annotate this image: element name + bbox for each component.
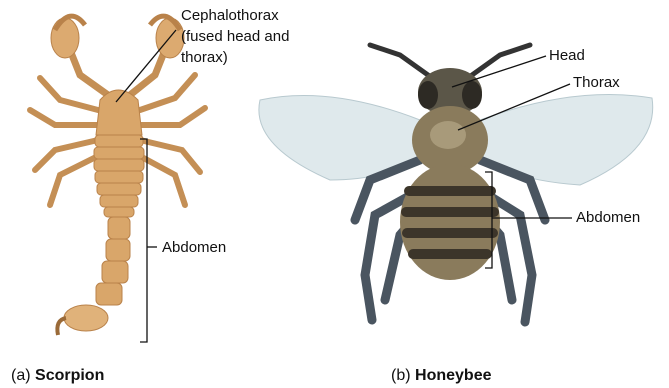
cephalothorax-label-line2: (fused head and xyxy=(181,27,289,46)
head-label: Head xyxy=(549,46,585,65)
scorpion-tail xyxy=(57,217,130,335)
scorpion-illustration xyxy=(30,16,205,335)
scorpion-left-claw xyxy=(51,18,79,58)
scorpion-caption-name: Scorpion xyxy=(35,367,104,384)
cephalothorax-label-line3: thorax) xyxy=(181,48,228,67)
cephalothorax-leader-line xyxy=(116,30,176,102)
scorpion-abdomen xyxy=(94,135,144,217)
honeybee-caption: (b) Honeybee xyxy=(391,366,491,386)
scorpion-caption-prefix: (a) xyxy=(11,367,31,384)
honeybee-caption-prefix: (b) xyxy=(391,367,411,384)
honeybee-caption-name: Honeybee xyxy=(415,367,491,384)
scorpion-caption: (a) Scorpion xyxy=(11,366,104,386)
scorpion-pedipalps xyxy=(70,50,165,95)
bee-abdomen xyxy=(400,164,500,280)
bee-abdomen-label: Abdomen xyxy=(576,208,640,227)
scorpion-cephalothorax xyxy=(96,90,142,135)
scorpion-abdomen-label: Abdomen xyxy=(162,238,226,257)
thorax-label: Thorax xyxy=(573,73,620,92)
cephalothorax-label-line1: Cephalothorax xyxy=(181,6,279,25)
